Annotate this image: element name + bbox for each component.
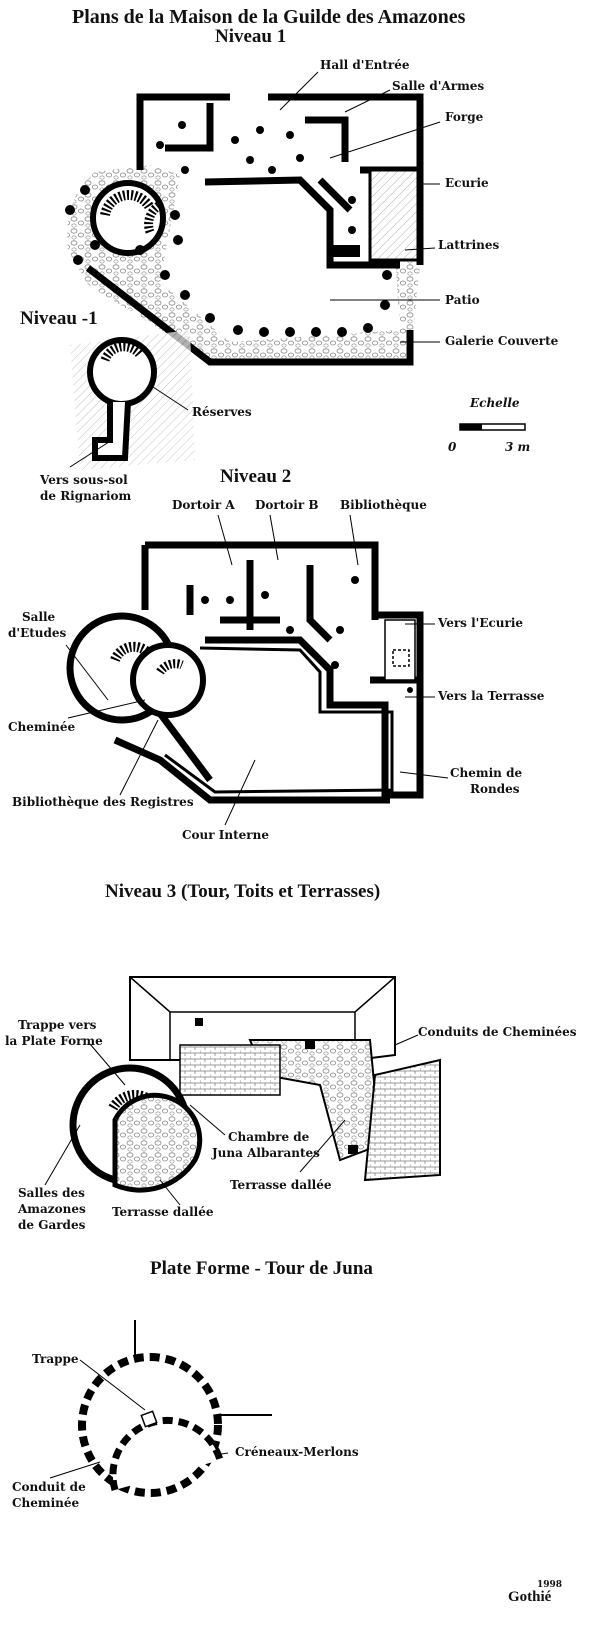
signature-year: 1998 xyxy=(537,1580,563,1590)
level1-plan xyxy=(65,93,424,366)
scale-min: 0 xyxy=(448,440,457,454)
label-vers-sous-sol-1: Vers sous-sol xyxy=(40,473,128,487)
label-salles-3: de Gardes xyxy=(18,1218,86,1232)
scale-bar xyxy=(459,423,526,431)
label-salles-1: Salles des xyxy=(18,1186,85,1200)
platform-title: Plate Forme - Tour de Juna xyxy=(150,1258,373,1279)
label-salle-armes: Salle d'Armes xyxy=(392,79,485,93)
label-vers-ecurie: Vers l'Ecurie xyxy=(438,616,524,630)
page-title: Plans de la Maison de la Guilde des Amaz… xyxy=(72,6,466,28)
label-salles-2: Amazones xyxy=(18,1202,86,1216)
label-conduits-cheminees: Conduits de Cheminées xyxy=(418,1025,577,1039)
label-ecurie: Ecurie xyxy=(445,176,489,190)
label-lattrines: Lattrines xyxy=(438,238,500,252)
label-dortoir-b: Dortoir B xyxy=(255,498,319,512)
level1-spiral-stair xyxy=(90,180,166,256)
label-trappe-vers-2: la Plate Forme xyxy=(5,1034,103,1048)
label-hall-entree: Hall d'Entrée xyxy=(320,58,410,72)
label-terrasse-dallee-left: Terrasse dallée xyxy=(112,1205,214,1219)
label-bibliotheque-registres: Bibliothèque des Registres xyxy=(12,795,194,809)
level-minus1-title: Niveau -1 xyxy=(20,308,98,329)
level-minus1-plan xyxy=(70,330,195,470)
label-salle-etudes-2: d'Etudes xyxy=(8,626,67,640)
level3-plan xyxy=(69,976,441,1193)
level2-plan xyxy=(66,541,424,804)
label-cour-interne: Cour Interne xyxy=(182,828,269,842)
level3-title: Niveau 3 (Tour, Toits et Terrasses) xyxy=(105,881,381,902)
label-reserves: Réserves xyxy=(192,405,252,419)
scale-max: 3 m xyxy=(505,440,531,454)
platform-plan xyxy=(78,1320,272,1497)
label-galerie-couverte: Galerie Couverte xyxy=(445,334,559,348)
signature-name: Gothié xyxy=(508,1589,552,1605)
label-chambre-2: Juna Albarantes xyxy=(212,1146,320,1160)
label-forge: Forge xyxy=(445,110,484,124)
label-trappe: Trappe xyxy=(32,1352,79,1366)
label-dortoir-a: Dortoir A xyxy=(172,498,235,512)
label-vers-terrasse: Vers la Terrasse xyxy=(438,689,545,703)
label-vers-sous-sol-2: de Rignariom xyxy=(40,489,132,503)
leader-lines xyxy=(44,71,449,1479)
label-patio: Patio xyxy=(445,293,480,307)
label-conduit-1: Conduit de xyxy=(12,1480,86,1494)
label-chambre-1: Chambre de xyxy=(228,1130,310,1144)
label-terrasse-dallee-right: Terrasse dallée xyxy=(230,1178,332,1192)
label-bibliotheque: Bibliothèque xyxy=(340,498,427,512)
label-salle-etudes-1: Salle xyxy=(22,610,56,624)
label-chemin-rondes-2: Rondes xyxy=(470,782,520,796)
label-conduit-2: Cheminée xyxy=(12,1496,80,1510)
label-chemin-rondes-1: Chemin de xyxy=(450,766,523,780)
label-trappe-vers-1: Trappe vers xyxy=(18,1018,97,1032)
level1-title: Niveau 1 xyxy=(215,26,287,47)
level2-title: Niveau 2 xyxy=(220,466,292,487)
label-creneaux-merlons: Créneaux-Merlons xyxy=(235,1445,359,1459)
scale-title: Echelle xyxy=(470,396,520,410)
label-cheminee: Cheminée xyxy=(8,720,76,734)
